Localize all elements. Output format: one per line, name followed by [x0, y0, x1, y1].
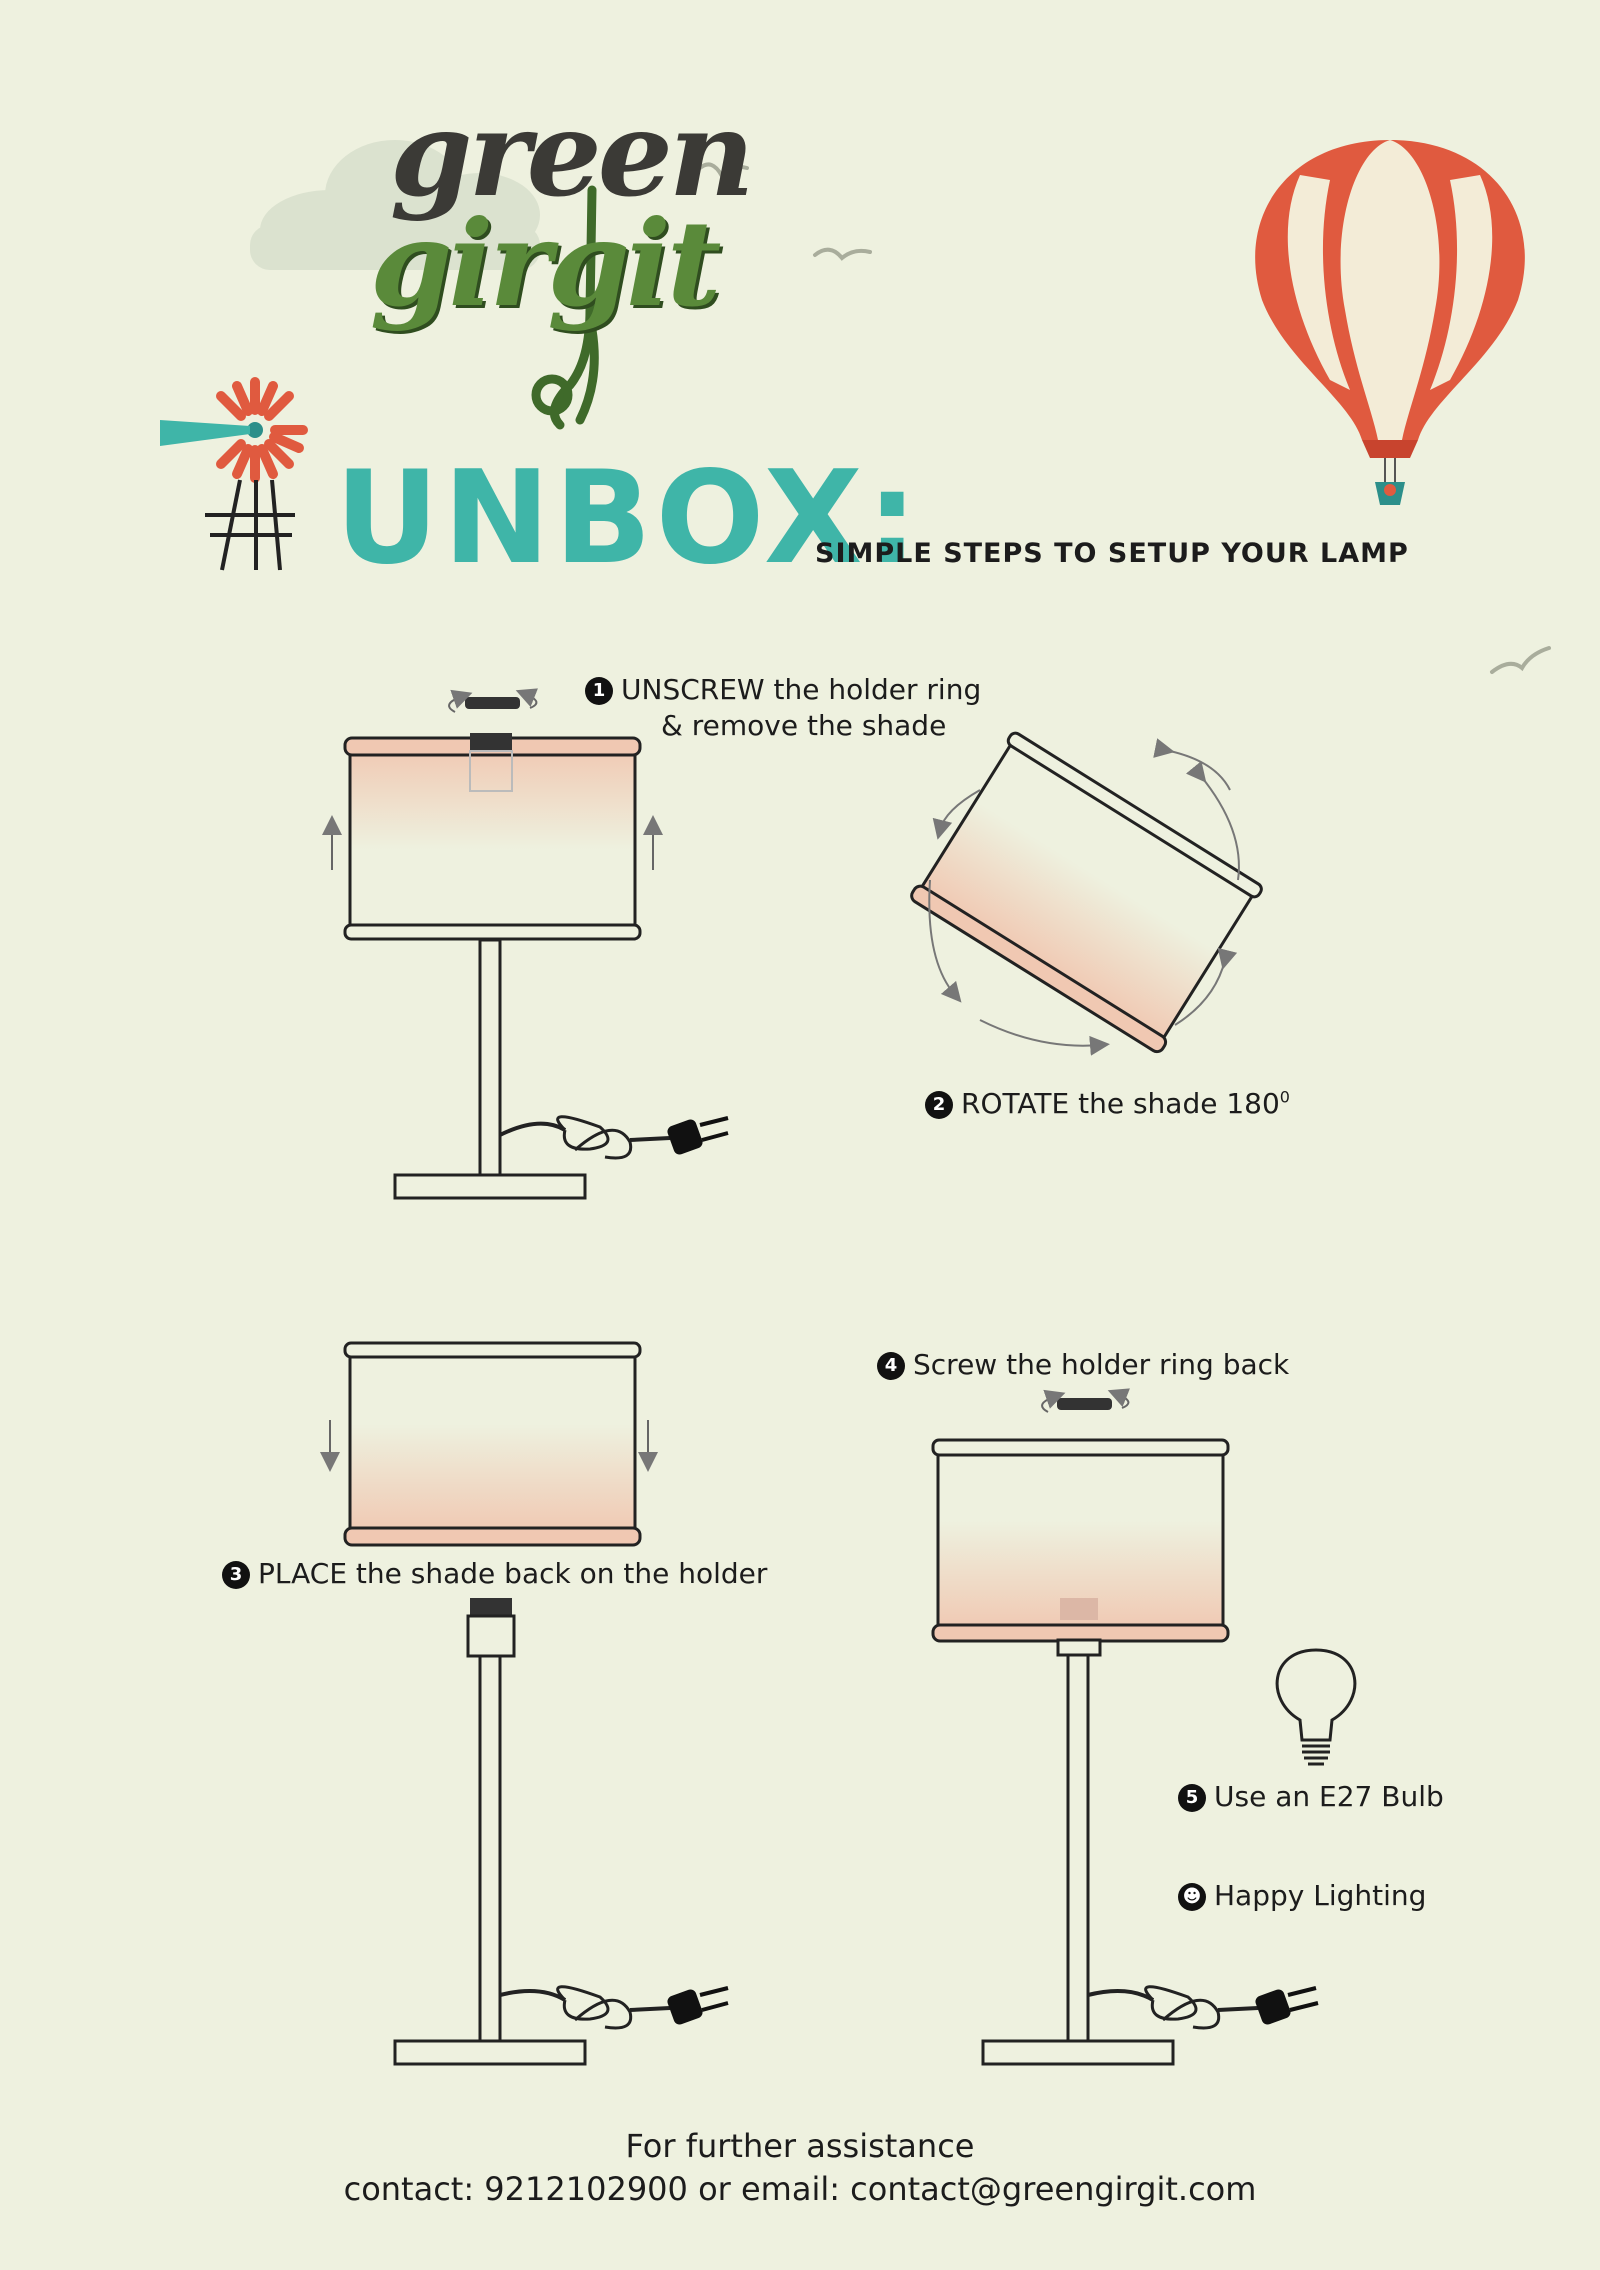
happy-lighting-note: ☻ Happy Lighting	[1178, 1878, 1426, 1914]
step-text: Happy Lighting	[1214, 1879, 1427, 1912]
windmill-icon	[160, 377, 308, 571]
bird-icon	[698, 162, 1551, 674]
plug-icon	[556, 1115, 729, 1160]
step-text: PLACE the shade back on the holder	[258, 1557, 768, 1590]
brand-logo-line2: girgit	[370, 194, 721, 333]
step-text: Screw the holder ring back	[913, 1348, 1290, 1381]
step-text: UNSCREW the holder ring	[621, 673, 982, 706]
step-badge: 2	[925, 1091, 953, 1119]
step-badge: 4	[877, 1352, 905, 1380]
rotate-arrows-icon	[928, 738, 1240, 1056]
cloud-icon	[250, 140, 540, 270]
smiley-icon: ☻	[1178, 1883, 1206, 1911]
chameleon-icon	[531, 185, 599, 430]
degree-mark: 0	[1279, 1087, 1290, 1107]
step-text: Use an E27 Bulb	[1214, 1780, 1444, 1813]
lamp-icon	[910, 731, 1263, 1054]
step-badge: 5	[1178, 1784, 1206, 1812]
footer-contact: For further assistance contact: 92121029…	[0, 2125, 1600, 2211]
step-2-instruction: 2 ROTATE the shade 1800	[925, 1086, 1290, 1122]
step-badge: 3	[222, 1561, 250, 1589]
step-text-line2: & remove the shade	[661, 709, 947, 743]
step-5-instruction: 5 Use an E27 Bulb	[1178, 1779, 1444, 1815]
step-4-instruction: 4 Screw the holder ring back	[877, 1347, 1289, 1383]
page-subtitle: SIMPLE STEPS TO SETUP YOUR LAMP	[815, 538, 1409, 569]
step-1-instruction: 1 UNSCREW the holder ring & remove the s…	[585, 672, 981, 745]
lamp-icon	[931, 1388, 1319, 2066]
step-text: ROTATE the shade 180	[961, 1087, 1280, 1120]
brand-logo-line1: green	[390, 84, 755, 223]
lamp-icon	[320, 1341, 729, 2066]
bulb-icon	[1275, 1648, 1357, 1766]
lamp-icon	[322, 688, 663, 1200]
footer-line1: For further assistance	[625, 2127, 975, 2165]
hot-air-balloon-icon	[1255, 140, 1525, 505]
step-badge: 1	[585, 677, 613, 705]
page-title: UNBOX:	[335, 444, 922, 593]
footer-line2: contact: 9212102900 or email: contact@gr…	[343, 2170, 1257, 2209]
step-3-instruction: 3 PLACE the shade back on the holder	[222, 1556, 767, 1592]
